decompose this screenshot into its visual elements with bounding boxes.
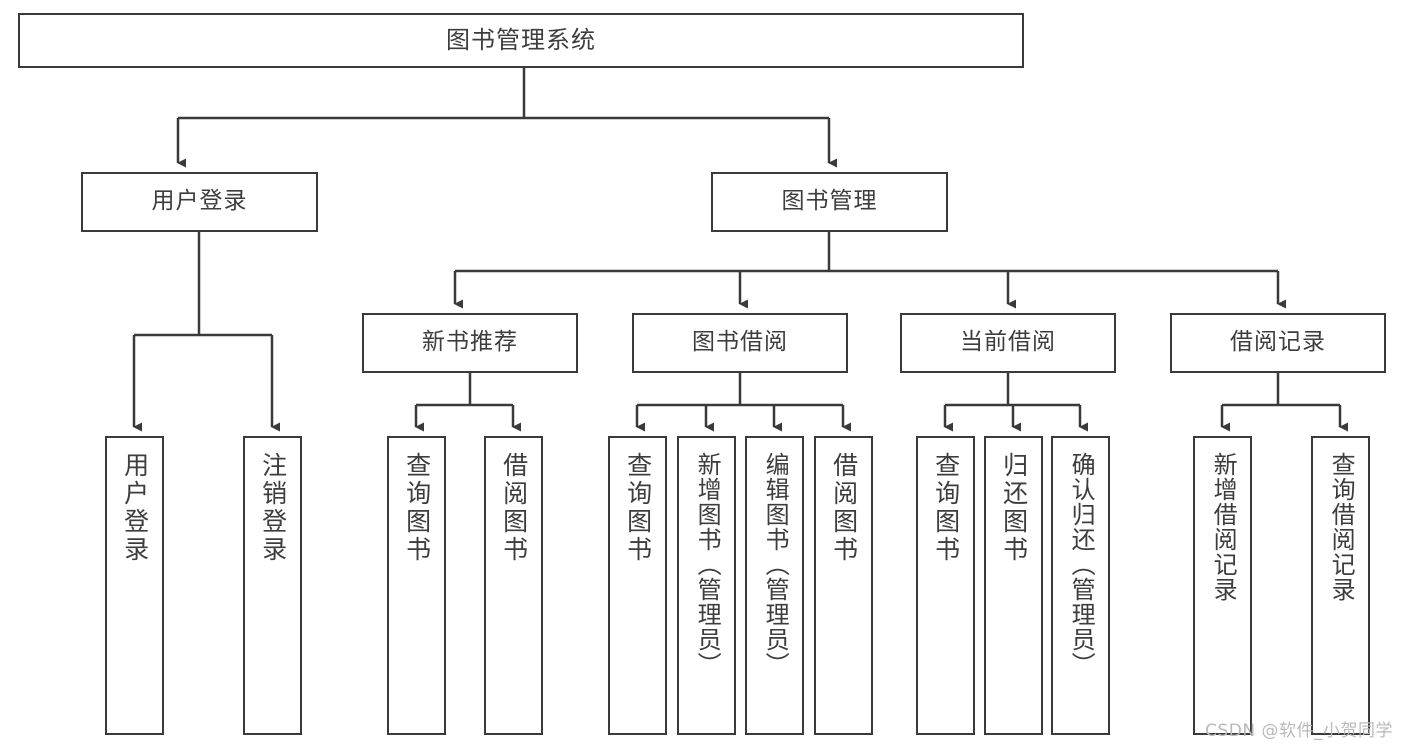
- node-label: 当前借阅: [960, 329, 1056, 356]
- node-label: 查询图书: [931, 452, 961, 564]
- node-label: 确认归还（管理员）: [1067, 452, 1096, 677]
- leaf-borrow-record-add-record[interactable]: 新增借阅记录: [1193, 436, 1252, 735]
- node-label: 归还图书: [999, 452, 1029, 564]
- node-label: 图书借阅: [692, 329, 788, 356]
- node-label: 查询图书: [402, 452, 432, 564]
- node-label: 图书管理: [781, 188, 878, 215]
- node-label: 查询借阅记录: [1327, 452, 1356, 602]
- leaf-book-borrow-add-book-admin[interactable]: 新增图书（管理员）: [677, 436, 736, 735]
- node-book-borrow[interactable]: 图书借阅: [632, 313, 848, 373]
- node-new-book-recommend[interactable]: 新书推荐: [362, 313, 578, 373]
- node-label: 查询图书: [623, 452, 653, 564]
- node-label: 图书管理系统: [446, 26, 596, 55]
- node-label: 用户登录: [120, 452, 150, 564]
- leaf-new-book-borrow-book[interactable]: 借阅图书: [484, 436, 543, 735]
- node-user-login[interactable]: 用户登录: [81, 172, 318, 232]
- leaf-current-borrow-return-book[interactable]: 归还图书: [984, 436, 1043, 735]
- leaf-user-login-logout[interactable]: 注销登录: [243, 436, 302, 735]
- leaf-current-borrow-query-book[interactable]: 查询图书: [916, 436, 975, 735]
- leaf-book-borrow-borrow-book[interactable]: 借阅图书: [814, 436, 873, 735]
- leaf-book-borrow-edit-book-admin[interactable]: 编辑图书（管理员）: [745, 436, 804, 735]
- node-label: 借阅图书: [499, 452, 529, 564]
- node-label: 用户登录: [151, 188, 248, 215]
- node-label: 借阅记录: [1230, 329, 1326, 356]
- node-root-book-management-system[interactable]: 图书管理系统: [18, 13, 1024, 68]
- leaf-current-borrow-confirm-return-admin[interactable]: 确认归还（管理员）: [1051, 436, 1110, 735]
- node-label: 新书推荐: [422, 329, 518, 356]
- leaf-user-login-login[interactable]: 用户登录: [105, 436, 164, 735]
- leaf-book-borrow-query-book[interactable]: 查询图书: [608, 436, 667, 735]
- node-label: 新增借阅记录: [1209, 452, 1238, 602]
- node-current-borrow[interactable]: 当前借阅: [900, 313, 1116, 373]
- leaf-borrow-record-query-record[interactable]: 查询借阅记录: [1311, 436, 1370, 735]
- node-borrow-record[interactable]: 借阅记录: [1170, 313, 1386, 373]
- csdn-watermark: CSDN @软件_小贺同学: [1205, 721, 1393, 741]
- leaf-new-book-query-book[interactable]: 查询图书: [387, 436, 446, 735]
- node-label: 注销登录: [258, 452, 288, 564]
- node-label: 借阅图书: [829, 452, 859, 564]
- node-label: 编辑图书（管理员）: [761, 452, 790, 677]
- node-label: 新增图书（管理员）: [693, 452, 722, 677]
- node-book-management[interactable]: 图书管理: [711, 172, 948, 232]
